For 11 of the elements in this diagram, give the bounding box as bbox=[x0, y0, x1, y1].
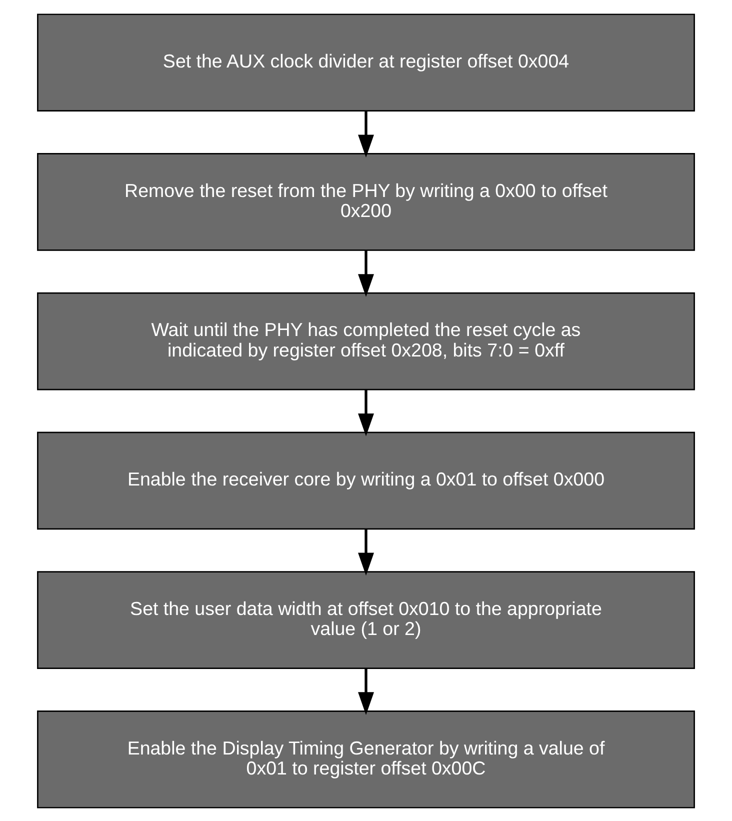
arrow bbox=[358, 110, 374, 158]
arrow bbox=[358, 668, 374, 714]
node-box: Remove the reset from the PHY by writing a 0x00 to offset 0x200 bbox=[37, 152, 695, 250]
arrow bbox=[358, 528, 374, 576]
node-box: Set the AUX clock divider at register offset 0x004 bbox=[37, 13, 695, 111]
node-box: Wait until the PHY has completed the reset cycle as indicated by register offset 0x208, bits 7:0 = 0xff bbox=[37, 292, 695, 390]
node-box: Enable the receiver core by writing a 0x01 to offset 0x000 bbox=[37, 431, 695, 530]
arrow bbox=[358, 389, 374, 436]
node-box: Set the user data width at offset 0x010 to the appropriate value (1 or 2) bbox=[37, 570, 695, 668]
arrow bbox=[358, 250, 374, 296]
node-box: Enable the Display Timing Generator by writing a value of 0x01 to register offset 0x00C bbox=[37, 710, 695, 808]
